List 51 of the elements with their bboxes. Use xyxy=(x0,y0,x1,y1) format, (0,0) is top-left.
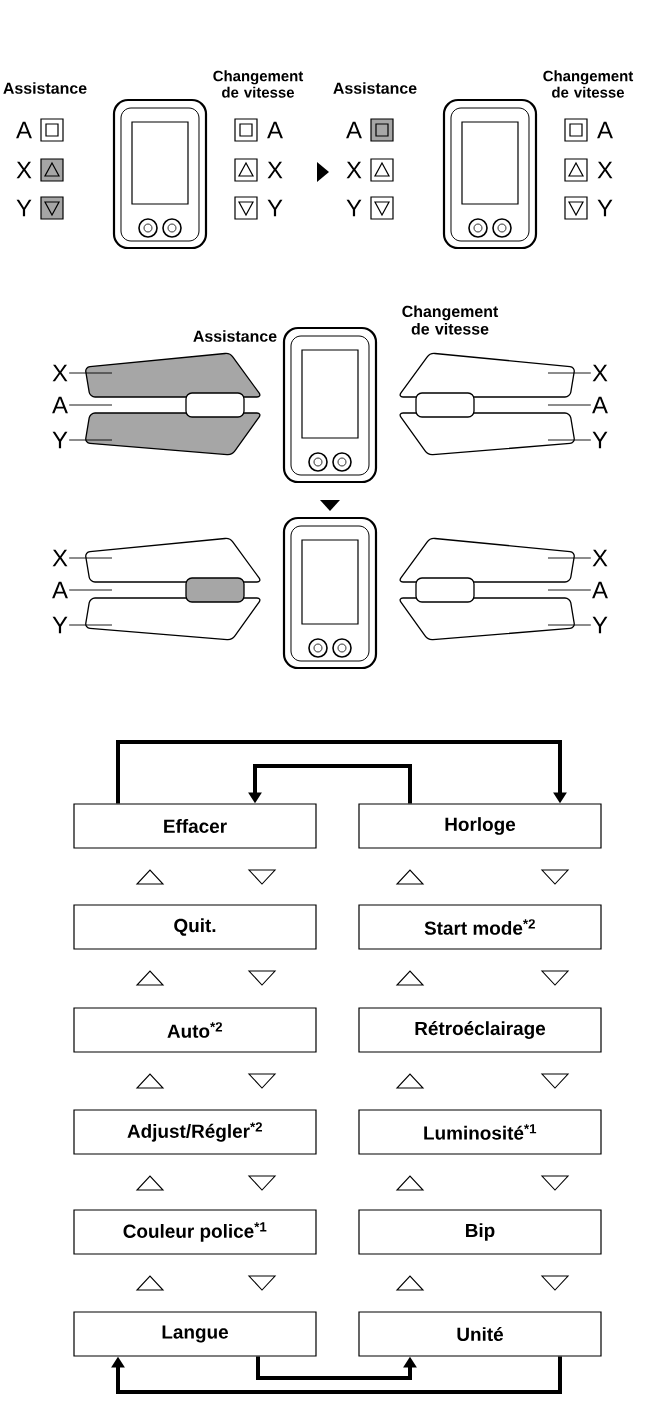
switch-letter: A xyxy=(52,396,68,414)
switch-letter: Y xyxy=(592,431,608,449)
leader-line xyxy=(68,624,113,626)
button-letter: X xyxy=(346,161,362,179)
leader-line xyxy=(547,624,592,626)
heading-label: Assistance xyxy=(333,82,417,94)
heading-label: Changement de vitesse xyxy=(543,70,634,98)
leader-line xyxy=(68,589,113,591)
heading-label: Assistance xyxy=(3,82,87,94)
leader-line xyxy=(547,404,592,406)
switch-letter: Y xyxy=(592,616,608,634)
button-letter: A xyxy=(16,121,32,139)
button-letter: X xyxy=(16,161,32,179)
menu-box: Bip xyxy=(358,1209,602,1255)
arrow xyxy=(116,740,567,804)
button-letter: Y xyxy=(597,199,613,217)
menu-box: Couleur police$^{*1}$ xyxy=(73,1209,317,1255)
button-letter: X xyxy=(597,161,613,179)
heading-label: Changement de vitesse xyxy=(213,70,304,98)
menu-box: Rétroéclairage xyxy=(358,1007,602,1053)
switch-letter: A xyxy=(592,396,608,414)
switch-letter: A xyxy=(592,581,608,599)
menu-box: Langue xyxy=(73,1311,317,1357)
heading-label: Assistance xyxy=(193,330,277,342)
button-letter: Y xyxy=(346,199,362,217)
switch-letter: X xyxy=(592,549,608,567)
switch-letter: X xyxy=(52,549,68,567)
menu-box: Quit. xyxy=(73,904,317,950)
button-letter: X xyxy=(267,161,283,179)
arrow xyxy=(111,1356,562,1394)
button-letter: A xyxy=(267,121,283,139)
button-letter: Y xyxy=(16,199,32,217)
menu-box: Effacer xyxy=(73,803,317,849)
heading-label: Changement de vitesse xyxy=(402,305,499,335)
menu-box: Adjust/Régler$^{*2}$ xyxy=(73,1109,317,1155)
button-letter: A xyxy=(346,121,362,139)
switch-letter: A xyxy=(52,581,68,599)
button-letter: Y xyxy=(267,199,283,217)
menu-box: Auto$^{*2}$ xyxy=(73,1007,317,1053)
menu-box: Horloge xyxy=(358,803,602,849)
switch-letter: Y xyxy=(52,616,68,634)
switch-letter: X xyxy=(52,364,68,382)
leader-line xyxy=(547,589,592,591)
leader-line xyxy=(68,404,113,406)
switch-letter: Y xyxy=(52,431,68,449)
button-letter: A xyxy=(597,121,613,139)
menu-box: Start mode$^{*2}$ xyxy=(358,904,602,950)
menu-box: Luminosité$^{*1}$ xyxy=(358,1109,602,1155)
leader-line xyxy=(547,439,592,441)
menu-box: Unité xyxy=(358,1311,602,1357)
switch-letter: X xyxy=(592,364,608,382)
